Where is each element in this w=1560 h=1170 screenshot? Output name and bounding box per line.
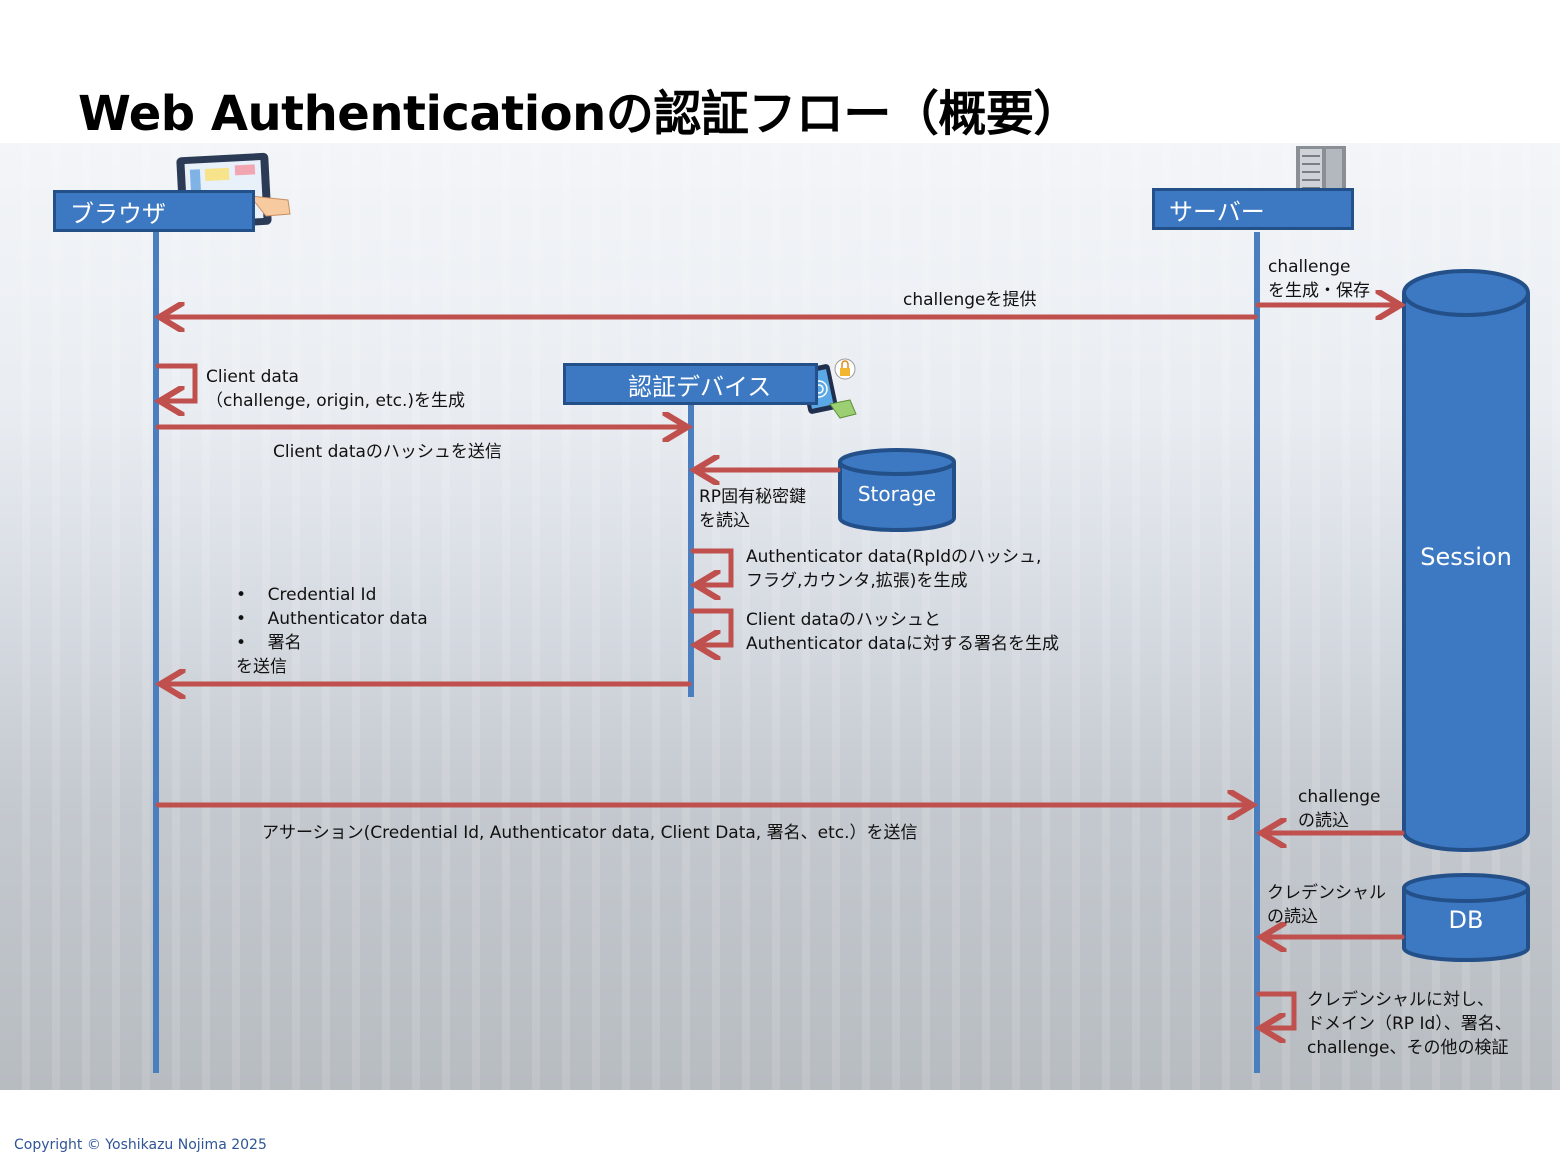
arrow-self-sign xyxy=(693,611,731,645)
label-result-list: • Credential Id • Authenticator data • 署… xyxy=(236,583,428,679)
storage-label: Storage xyxy=(840,482,954,506)
session-label: Session xyxy=(1404,543,1528,571)
device-actor-box: 認証デバイス xyxy=(563,363,818,405)
browser-actor-box: ブラウザ xyxy=(53,190,255,232)
db-label: DB xyxy=(1404,906,1528,934)
label-client-data: Client data（challenge, origin, etc.)を生成 xyxy=(206,365,465,413)
label-verify: クレデンシャルに対し、ドメイン（RP Id）、署名、challenge、その他の… xyxy=(1307,988,1512,1060)
label-read-credential: クレデンシャルの読込 xyxy=(1267,881,1386,929)
copyright-text: Copyright © Yoshikazu Nojima 2025 xyxy=(14,1137,267,1153)
label-assertion: アサーション(Credential Id, Authenticator data… xyxy=(262,821,918,845)
label-send-hash: Client dataのハッシュを送信 xyxy=(273,440,502,464)
label-auth-data: Authenticator data(RpIdのハッシュ,フラグ,カウンタ,拡張… xyxy=(746,545,1041,593)
arrow-self-auth-data xyxy=(693,551,731,585)
arrow-self-verify xyxy=(1259,994,1294,1028)
label-read-key: RP固有秘密鍵を読込 xyxy=(699,485,806,533)
list-item: • Authenticator data xyxy=(236,607,428,631)
server-actor-box: サーバー xyxy=(1152,188,1354,230)
label-provide-challenge: challengeを提供 xyxy=(903,288,1036,312)
list-item: • Credential Id xyxy=(236,583,428,607)
arrow-self-client-data xyxy=(158,366,195,401)
list-item: • 署名 xyxy=(236,631,428,655)
